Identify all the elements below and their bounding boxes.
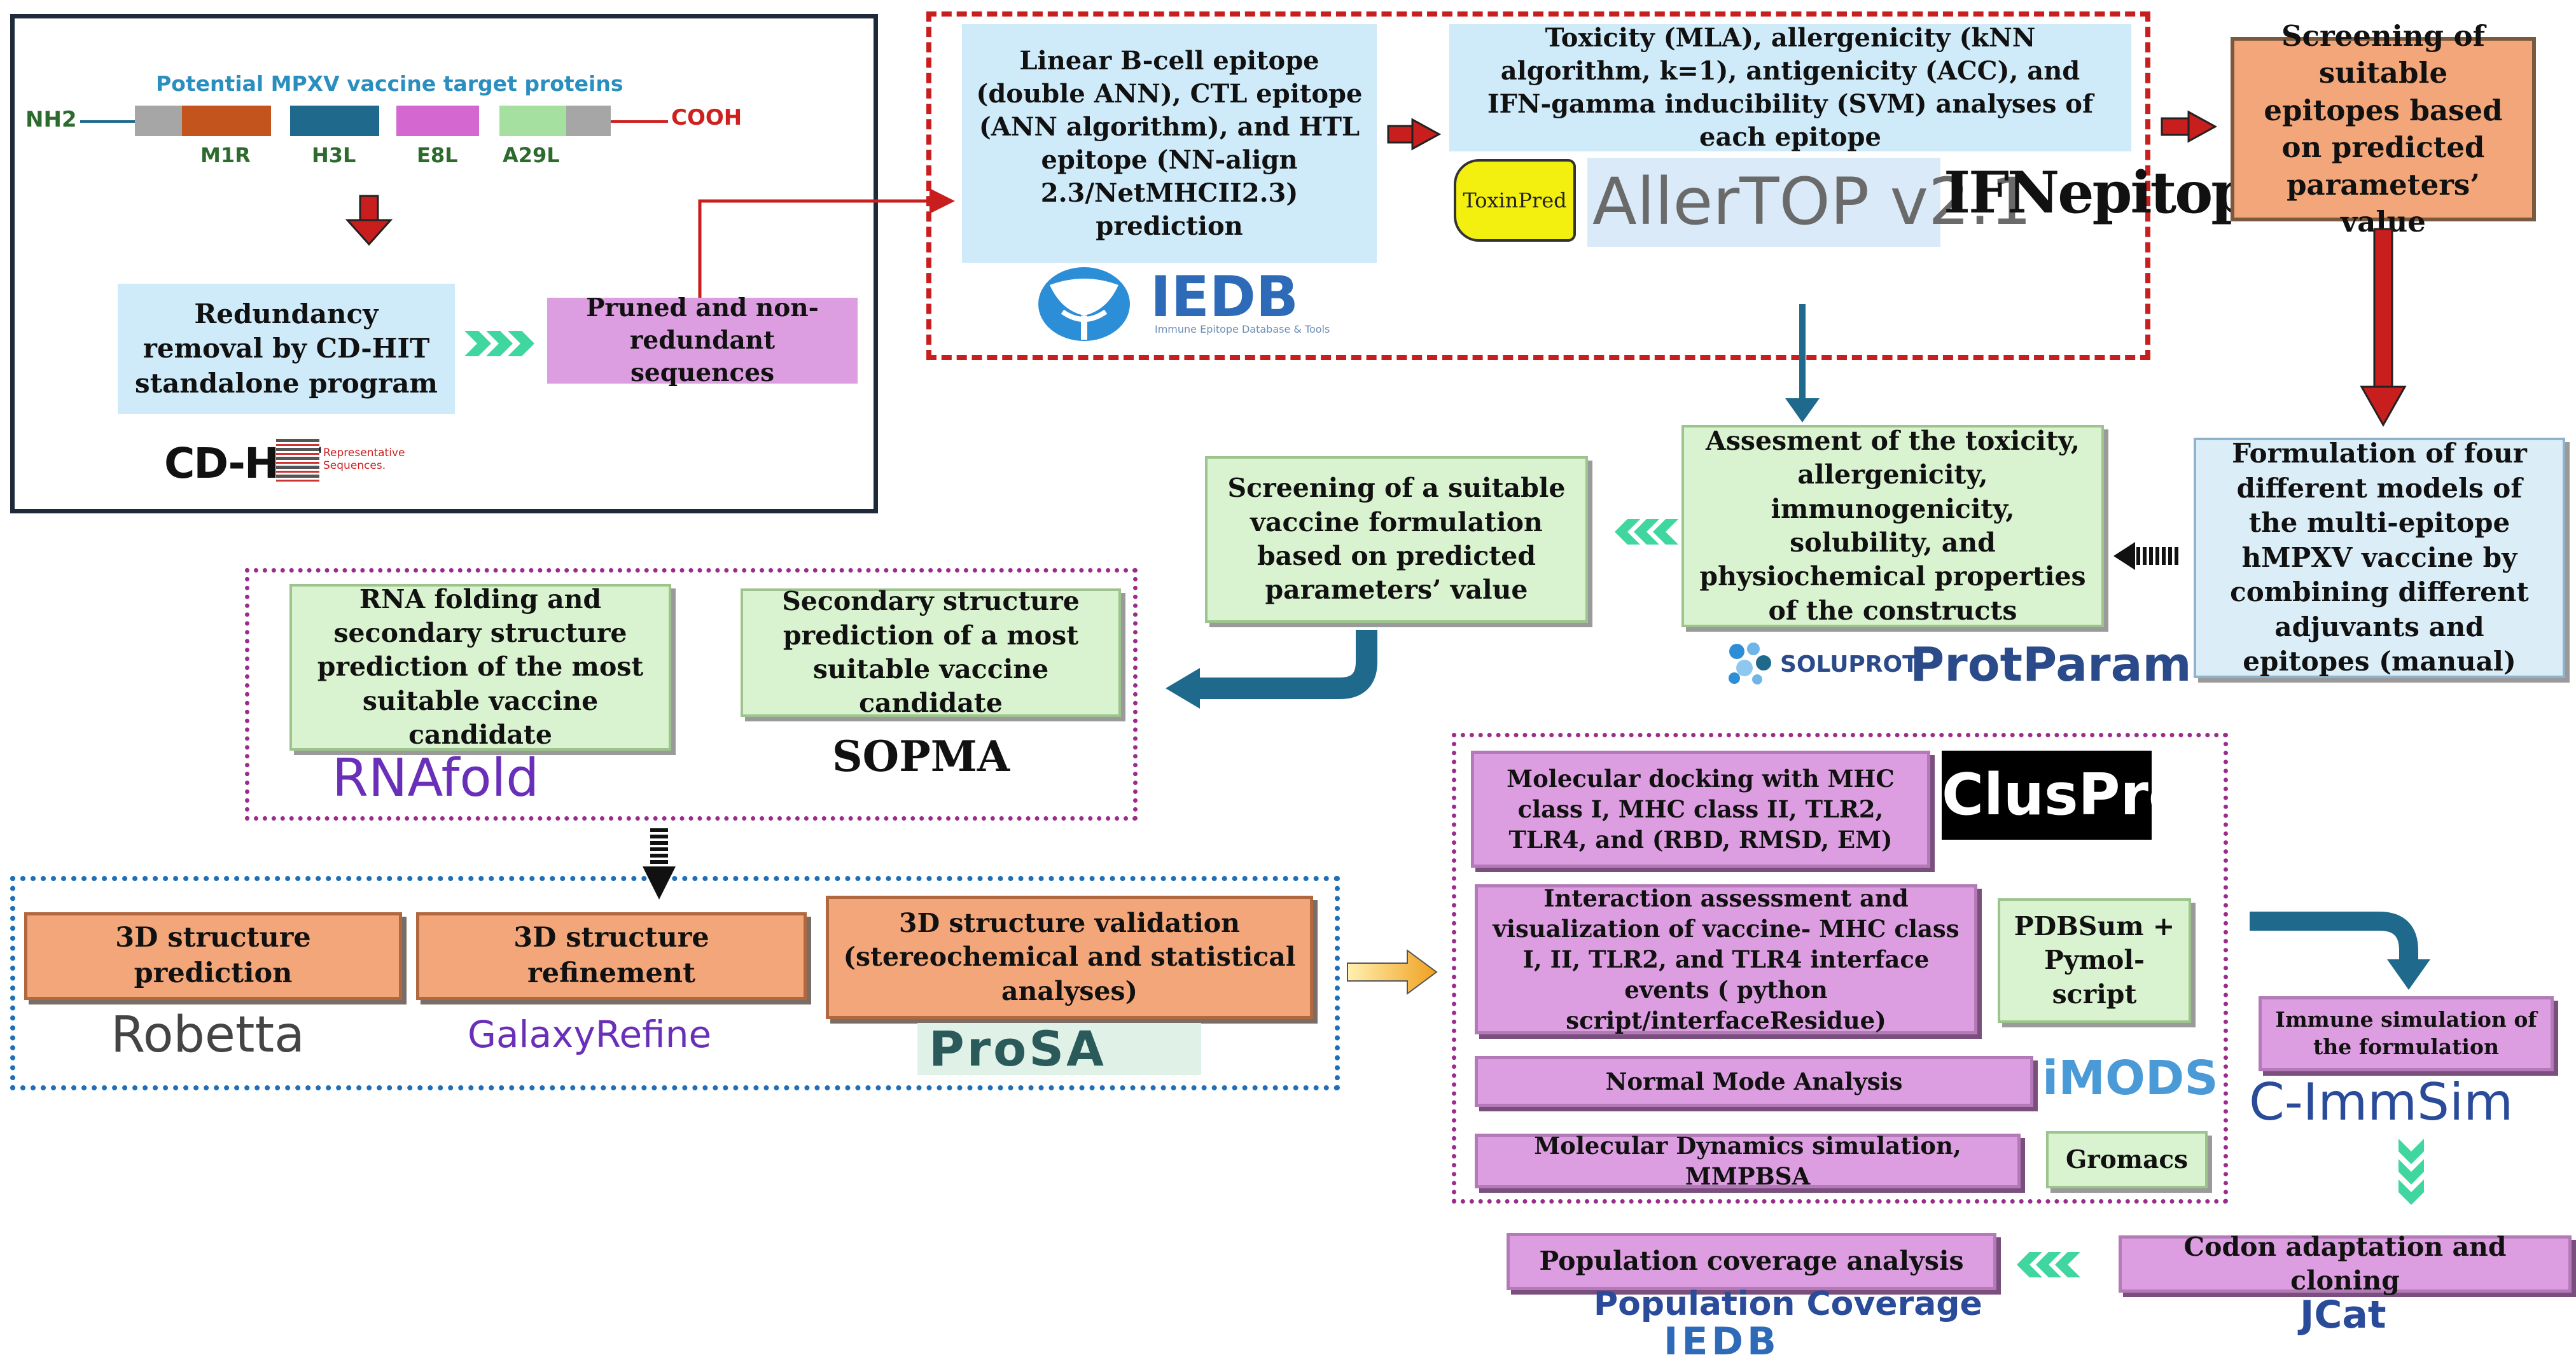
protein-panel-title: Potential MPXV vaccine target proteins xyxy=(156,71,623,96)
soluprot-label: SOLUPROT xyxy=(1780,651,1918,678)
validation-3d-box: 3D structure validation (stereochemical … xyxy=(826,896,1313,1019)
protein-bar-grey-1 xyxy=(135,106,182,136)
structure-frame xyxy=(10,876,1340,1090)
secondary-structure-box: Secondary structure prediction of a most… xyxy=(741,586,1121,718)
rnafold-label: RNAfold xyxy=(332,748,540,809)
prosa-label: ProSA xyxy=(917,1023,1201,1075)
jcat-label: JCat xyxy=(2300,1293,2386,1337)
screening-formulation-box: Screening of a suitable vaccine formulat… xyxy=(1205,456,1588,623)
prediction-3d-box: 3D structure prediction xyxy=(24,912,402,1000)
protein-label-h3l: H3L xyxy=(312,143,356,167)
iedb-logo-text: IEDB xyxy=(1150,264,1298,330)
toxinpred-label: ToxinPred xyxy=(1463,188,1567,212)
md-box: Molecular Dynamics simulation, MMPBSA xyxy=(1475,1132,2021,1190)
protein-bar-h3l xyxy=(290,106,379,136)
refinement-3d-box: 3D structure refinement xyxy=(416,912,807,1000)
cdhit-sub-label: Representative Sequences. xyxy=(323,447,405,473)
assessment-box: Assesment of the toxicity, allergenicity… xyxy=(1681,425,2104,627)
protein-panel-frame xyxy=(10,14,878,513)
galaxyrefine-label: GalaxyRefine xyxy=(468,1013,712,1056)
docking-box: Molecular docking with MHC class I, MHC … xyxy=(1471,751,1930,868)
robetta-label: Robetta xyxy=(111,1006,305,1064)
protein-label-a29l: A29L xyxy=(503,143,560,167)
soluprot-icon xyxy=(1725,641,1776,686)
popcov-iedb-label: IEDB xyxy=(1664,1319,1780,1364)
docking-frame xyxy=(1452,733,2228,1204)
protein-label-m1r: M1R xyxy=(200,143,251,167)
toxinpred-logo: ToxinPred xyxy=(1454,159,1576,242)
cooh-label: COOH xyxy=(671,105,742,130)
population-box: Population coverage analysis xyxy=(1507,1233,1996,1290)
cluspro-logo: ClusPro xyxy=(1942,751,2188,840)
nh2-label: NH2 xyxy=(25,107,77,132)
pruned-sequences-box: Pruned and non-redundant sequences xyxy=(547,293,858,387)
arrow-epitope-to-toxicity xyxy=(1387,118,1442,151)
cimmsim-label: C-ImmSim xyxy=(2249,1073,2514,1132)
protein-line-right xyxy=(611,120,668,123)
cdhit-stripes-icon xyxy=(276,439,319,483)
interaction-box: Interaction assessment and visualization… xyxy=(1475,884,1977,1034)
pdbsum-box: PDBSum + Pymol-script xyxy=(1998,898,2191,1023)
redundancy-removal-box: Redundancy removal by CD-HIT standalone … xyxy=(118,284,455,414)
iedb-sub-text: Immune Epitope Database & Tools xyxy=(1155,323,1330,335)
chevrons-assessment-to-screening xyxy=(1615,519,1678,545)
formulation-models-box: Formulation of four different models of … xyxy=(2194,438,2565,678)
arrow-rna-to-structure xyxy=(643,828,676,900)
epitope-prediction-frame xyxy=(926,11,2150,360)
toxicity-analysis-box: Toxicity (MLA), allergenicity (kNN algor… xyxy=(1449,23,2131,152)
protein-label-e8l: E8L xyxy=(417,143,458,167)
rna-folding-box: RNA folding and secondary structure pred… xyxy=(289,584,671,751)
immune-sim-box: Immune simulation of the formulation xyxy=(2259,996,2554,1071)
imods-label: iMODS xyxy=(2042,1051,2218,1106)
protein-line-left xyxy=(80,120,136,123)
chevrons-redundancy-to-pruned xyxy=(464,331,534,356)
iedb-logo-icon xyxy=(1037,266,1131,342)
codon-box: Codon adaptation and cloning xyxy=(2119,1232,2572,1296)
arrow-toxicity-to-screening xyxy=(2161,110,2218,143)
popcov-label: Population Coverage xyxy=(1594,1285,1982,1323)
arrow-structure-to-docking xyxy=(1347,949,1438,995)
protein-bar-grey-2 xyxy=(566,106,611,136)
epitope-prediction-box: Linear B-cell epitope (double ANN), CTL … xyxy=(962,24,1377,263)
arrow-formulation-to-assessment xyxy=(2113,542,2178,570)
arrow-screening-to-rna xyxy=(1166,630,1377,709)
nma-box: Normal Mode Analysis xyxy=(1475,1056,2033,1107)
protein-bar-a29l xyxy=(499,106,566,136)
arrow-screening-to-formulation xyxy=(2360,228,2407,427)
ifnepitope-logo: IFNepitope xyxy=(1944,159,2285,226)
sopma-label: SOPMA xyxy=(832,732,1010,781)
arrow-protein-down xyxy=(345,195,393,246)
protein-bar-e8l xyxy=(396,106,479,136)
gromacs-box: Gromacs xyxy=(2046,1131,2208,1188)
chevrons-immune-to-codon xyxy=(2398,1139,2424,1205)
protparam-label: ProtParam xyxy=(1910,637,2192,692)
arrow-toxicity-to-assessment xyxy=(1785,304,1820,422)
arrow-pruned-to-epitope xyxy=(698,188,955,298)
arrow-docking-to-immune xyxy=(2250,912,2430,990)
chevrons-codon-to-population xyxy=(2017,1252,2080,1277)
rna-secondary-frame xyxy=(245,568,1138,821)
protein-bar-m1r xyxy=(182,106,271,136)
